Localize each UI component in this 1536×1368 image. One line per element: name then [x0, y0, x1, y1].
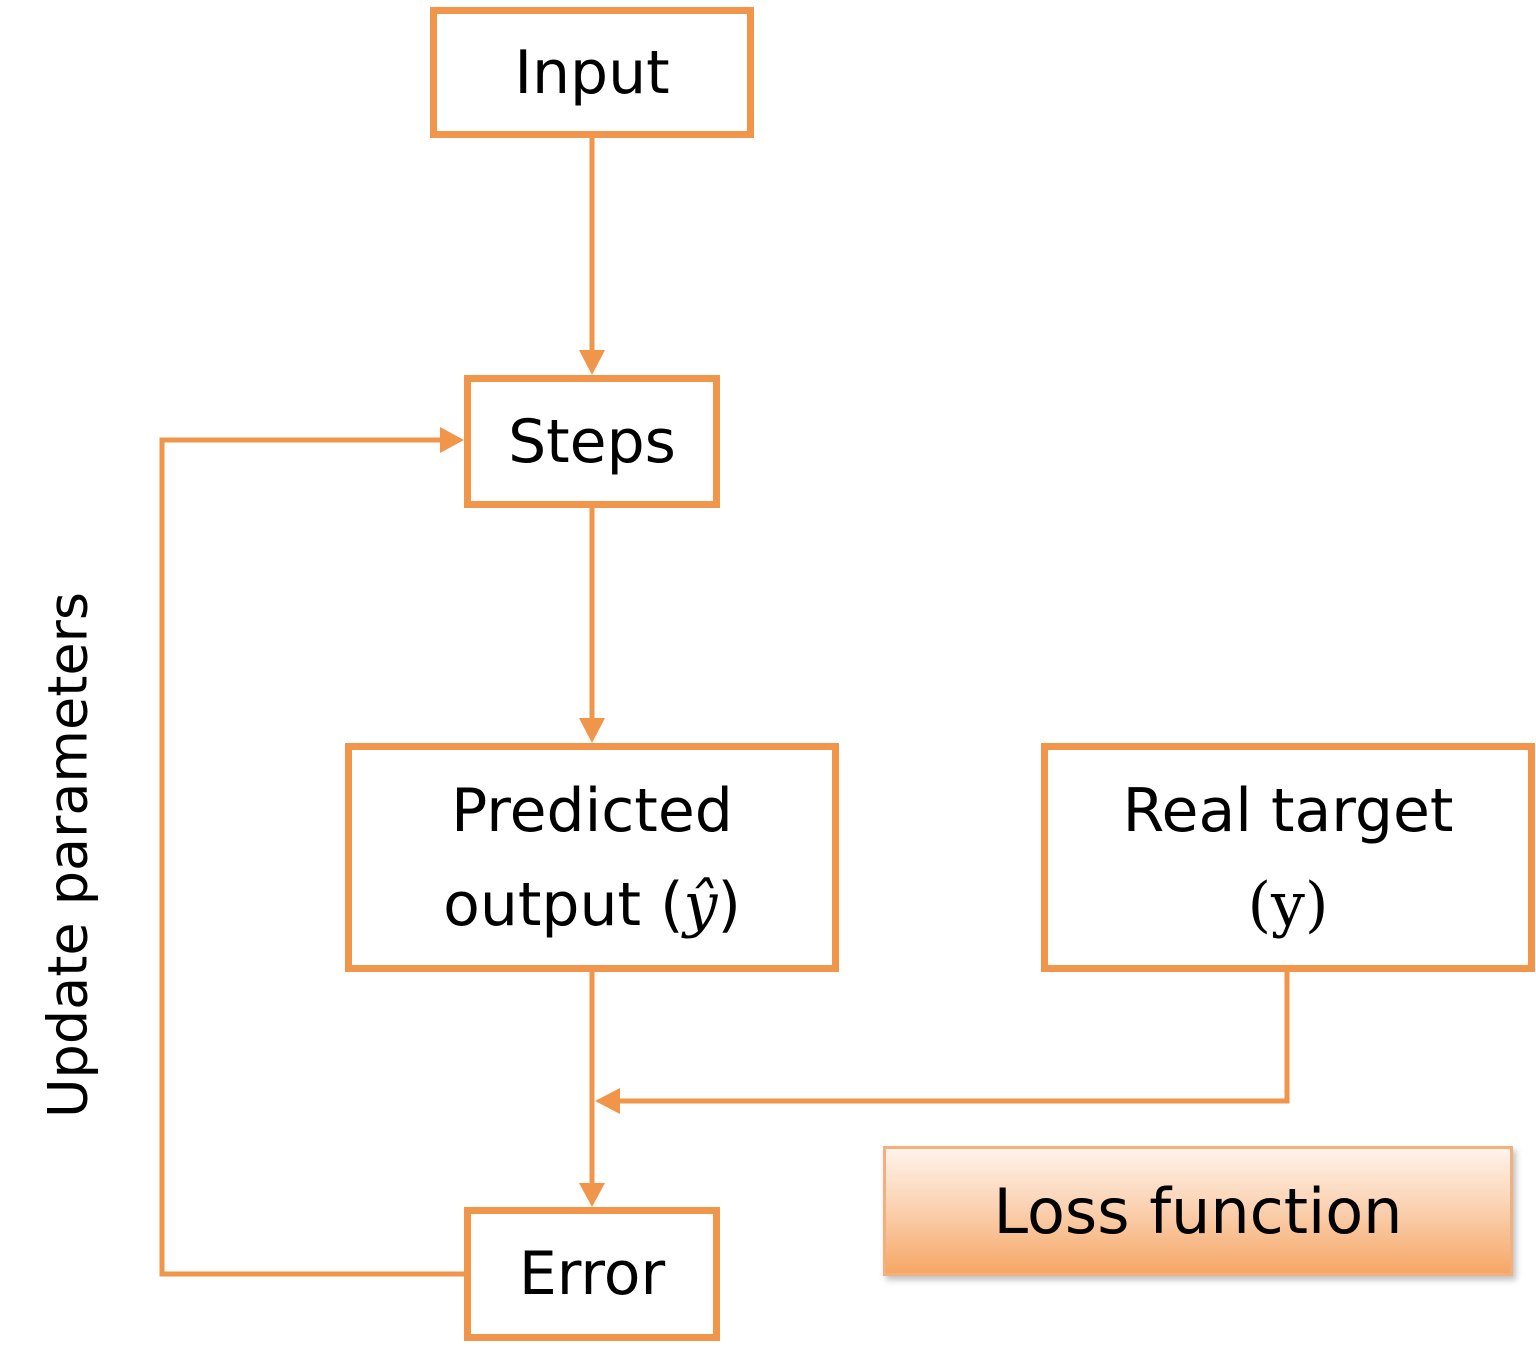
real-target-node: Real target (y) — [1041, 743, 1535, 972]
predicted-output-symbol: ŷ — [683, 869, 718, 940]
input-node-label: Input — [514, 37, 670, 108]
real-target-open-paren: ( — [1247, 869, 1272, 940]
arrowhead-error-top — [579, 1183, 605, 1207]
arrowhead-steps-left — [440, 427, 464, 453]
error-node: Error — [464, 1207, 720, 1341]
loss-function-label: Loss function — [993, 1174, 1403, 1248]
loss-function-box: Loss function — [883, 1146, 1513, 1276]
update-parameters-label: Update parameters — [36, 592, 100, 1118]
predicted-output-node: Predicted output (ŷ) — [345, 743, 839, 972]
real-target-line1: Real target — [1122, 775, 1454, 846]
arrowhead-steps-top — [579, 350, 605, 375]
steps-node-label: Steps — [508, 406, 676, 477]
arrowhead-predicted-top — [579, 718, 605, 743]
predicted-output-close-paren: ) — [717, 869, 741, 940]
real-target-line2: (y) — [1123, 858, 1454, 952]
arrow-error-to-steps-feedback — [159, 437, 464, 1277]
input-node: Input — [430, 7, 754, 138]
predicted-output-line1: Predicted — [451, 775, 733, 846]
predicted-output-line2: output (ŷ) — [443, 858, 741, 952]
real-target-close-paren: ) — [1304, 869, 1329, 940]
arrowhead-merge — [595, 1088, 620, 1114]
error-node-label: Error — [518, 1239, 666, 1309]
steps-node: Steps — [464, 375, 720, 508]
predicted-output-text: output ( — [443, 869, 684, 940]
real-target-symbol: y — [1271, 869, 1305, 940]
arrow-real-target-to-merge — [620, 972, 1290, 1104]
